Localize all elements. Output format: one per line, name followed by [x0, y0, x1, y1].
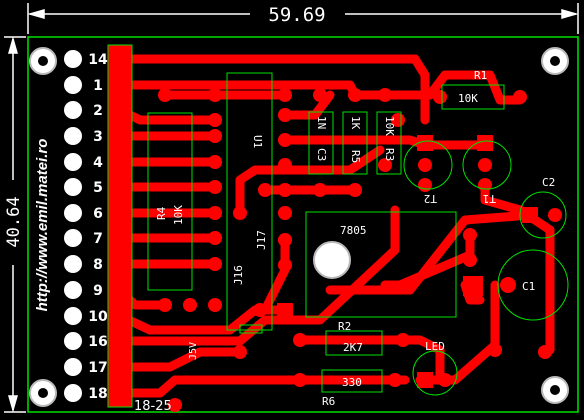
j16-label: J16	[232, 265, 245, 285]
component-labels: R1 10K U1 1N C3 1K R5 10K R3 R4 10K J16 …	[155, 69, 555, 408]
svg-text:16: 16	[88, 334, 107, 350]
r4-value: 10K	[172, 205, 185, 225]
c2-label: C2	[542, 176, 555, 189]
svg-text:2: 2	[93, 103, 103, 119]
r3-value: 10K	[383, 116, 396, 136]
u1-label: U1	[251, 135, 264, 148]
r5-value: 1K	[349, 116, 362, 130]
r4-label: R4	[155, 206, 168, 220]
url-label: http://www.emil.matei.ro	[34, 139, 51, 312]
width-dimension	[27, 3, 579, 34]
j5v-label: J5V	[188, 342, 199, 360]
r6-value: 330	[342, 376, 362, 389]
r2-label: R2	[338, 320, 351, 333]
svg-text:17: 17	[88, 360, 107, 376]
r2-value: 2K7	[343, 341, 363, 354]
svg-text:3: 3	[93, 129, 103, 145]
svg-text:14: 14	[88, 52, 108, 68]
led-label: LED	[425, 340, 445, 353]
c1-label: C1	[522, 280, 535, 293]
height-dimension-label: 40.64	[4, 196, 24, 247]
svg-text:18: 18	[88, 386, 107, 402]
t1-label: T1	[483, 192, 496, 205]
svg-text:10: 10	[88, 309, 108, 325]
width-dimension-label: 59.69	[268, 4, 325, 26]
r1-value: 10K	[458, 92, 478, 105]
svg-text:5: 5	[93, 180, 103, 196]
pin-labels: 14 1 2 3 4 5 6 7 8 9 10 16 17 18	[88, 52, 108, 402]
connector-pads	[64, 50, 82, 402]
r6-label: R6	[322, 395, 335, 408]
silkscreen	[107, 44, 569, 408]
r3-label: R3	[383, 148, 396, 161]
r5-label: R5	[349, 150, 362, 163]
svg-text:1: 1	[93, 78, 103, 94]
t2-label: T2	[424, 192, 437, 205]
svg-text:4: 4	[93, 155, 103, 171]
d1-label: 1N	[315, 116, 328, 129]
regulator-label: 7805	[340, 224, 367, 237]
c3-label: C3	[315, 148, 328, 161]
svg-text:7: 7	[93, 231, 103, 247]
svg-text:9: 9	[93, 283, 103, 299]
j17-label: J17	[255, 230, 268, 250]
svg-text:6: 6	[93, 206, 103, 222]
header-label: 18-25	[134, 399, 172, 414]
copper-pads	[108, 45, 562, 412]
r1-label: R1	[474, 69, 487, 82]
height-dimension	[4, 36, 26, 413]
mounting-holes	[29, 47, 569, 407]
svg-text:8: 8	[93, 257, 103, 273]
